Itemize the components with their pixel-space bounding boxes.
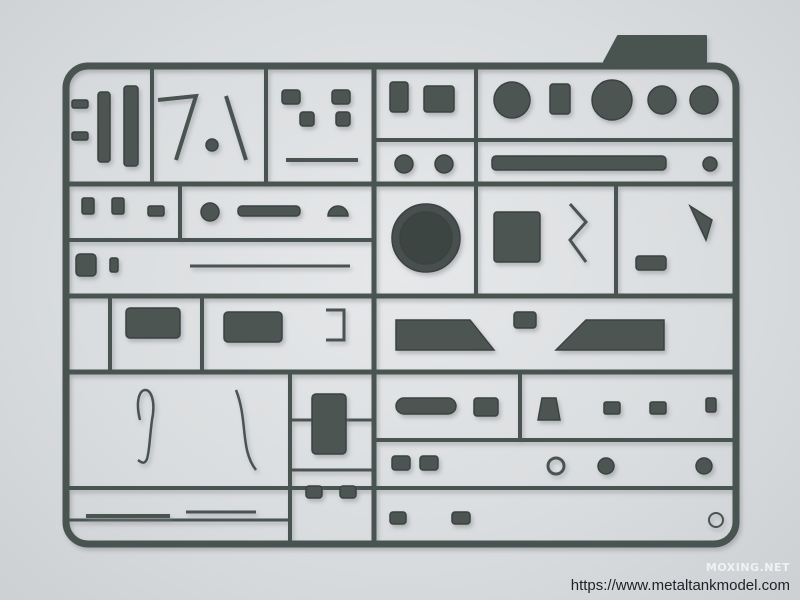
part (549, 83, 571, 115)
part (205, 138, 219, 152)
part (299, 111, 315, 127)
part (603, 401, 621, 415)
part (391, 455, 411, 471)
part (537, 397, 561, 421)
part (234, 389, 257, 471)
part (335, 111, 351, 127)
outer-runner (62, 62, 740, 548)
part (327, 205, 349, 217)
part (75, 253, 97, 277)
watermark-brand: MOXING.NET (705, 561, 790, 574)
part (399, 211, 453, 265)
part (513, 311, 537, 329)
part (635, 255, 667, 271)
part (554, 319, 665, 351)
part (136, 388, 155, 464)
part (339, 485, 357, 499)
part (649, 401, 667, 415)
part (493, 81, 531, 119)
part (705, 397, 717, 413)
part (568, 203, 589, 263)
watermark-url: https://www.metaltankmodel.com (570, 577, 790, 594)
part (71, 131, 89, 141)
part (125, 307, 181, 339)
part (147, 205, 165, 217)
part (597, 457, 615, 475)
part (493, 211, 541, 263)
sprue-tag-tab (603, 35, 707, 63)
part (423, 85, 455, 113)
part (491, 155, 667, 171)
part (708, 512, 724, 528)
part (281, 89, 301, 105)
part (224, 95, 248, 161)
part (546, 456, 566, 476)
part (389, 81, 409, 113)
part (689, 85, 719, 115)
part (223, 311, 283, 343)
part (81, 197, 95, 215)
part (237, 205, 301, 217)
part (473, 397, 499, 417)
part (451, 511, 471, 525)
part (97, 91, 111, 163)
part (123, 85, 139, 167)
part (71, 99, 89, 109)
part (311, 393, 347, 455)
part (109, 257, 119, 273)
part (157, 93, 199, 161)
part (702, 156, 718, 172)
part (434, 154, 454, 174)
part (419, 455, 439, 471)
part (111, 197, 125, 215)
part (695, 457, 713, 475)
part (591, 79, 633, 121)
part (395, 397, 457, 415)
part (688, 203, 713, 243)
part (395, 319, 496, 351)
part (394, 154, 414, 174)
part (326, 308, 346, 342)
part (389, 511, 407, 525)
part (305, 485, 323, 499)
part (331, 89, 351, 105)
part (200, 202, 220, 222)
part (647, 85, 677, 115)
